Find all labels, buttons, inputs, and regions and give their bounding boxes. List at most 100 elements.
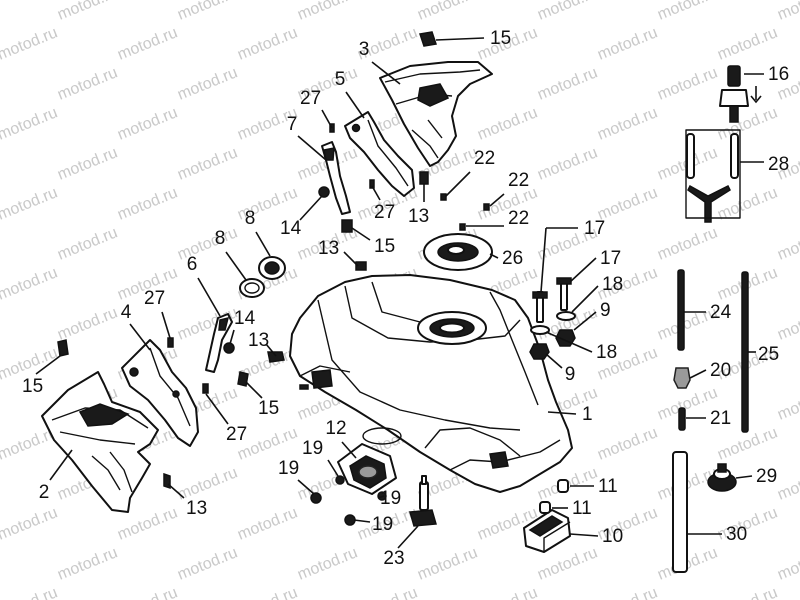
o-ring-gasket	[362, 427, 402, 445]
watermark-text: motod.ru	[775, 544, 800, 583]
watermark-text: motod.ru	[475, 584, 540, 600]
tank-bracket-right	[321, 141, 351, 215]
callout-label: 25	[758, 344, 779, 365]
leader-line	[351, 227, 371, 241]
callout-label: 19	[380, 488, 401, 509]
callout-label: 29	[756, 466, 777, 487]
callout-label: 17	[584, 218, 605, 239]
fuel-hose-30	[672, 451, 688, 573]
callout-label: 27	[226, 424, 247, 445]
watermark-text: motod.ru	[715, 104, 780, 143]
watermark-text: motod.ru	[715, 504, 780, 543]
callout-label: 10	[602, 526, 623, 547]
watermark-text: motod.ru	[715, 584, 780, 600]
watermark-text: motod.ru	[595, 424, 660, 463]
fuel-filter	[523, 509, 571, 553]
rubber-damper-upper	[258, 256, 286, 280]
callout-label: 8	[245, 208, 256, 229]
watermark-text: motod.ru	[235, 24, 300, 63]
watermark-text: motod.ru	[415, 544, 480, 583]
callout-label: 24	[710, 302, 732, 323]
callout-label: 20	[710, 360, 731, 381]
nut-lower	[529, 343, 550, 360]
callout-label: 6	[187, 254, 198, 275]
leader-line	[255, 231, 271, 257]
watermark-text: motod.ru	[115, 584, 180, 600]
watermark-text: motod.ru	[55, 64, 120, 103]
watermark-text: motod.ru	[415, 0, 480, 24]
tank-bracket-left	[205, 313, 233, 373]
watermark-text: motod.ru	[535, 144, 600, 183]
leader-line	[377, 495, 385, 499]
callout-label: 22	[508, 208, 529, 229]
callout-label: 13	[248, 330, 269, 351]
watermark-text: motod.ru	[0, 104, 60, 143]
fuel-level-sender	[707, 463, 737, 492]
small-screws	[310, 475, 387, 526]
leader-line	[297, 479, 315, 495]
watermark-text: motod.ru	[55, 144, 120, 183]
watermark-text: motod.ru	[55, 0, 120, 24]
leader-line	[205, 393, 229, 425]
watermark-text: motod.ru	[595, 24, 660, 63]
leader-line	[229, 329, 235, 345]
leader-line	[445, 171, 471, 197]
rubber-damper-lower	[239, 278, 265, 298]
callout-label: 5	[335, 69, 346, 90]
watermark-text: motod.ru	[175, 64, 240, 103]
callout-label: 28	[768, 154, 789, 175]
watermark-text: motod.ru	[595, 584, 660, 600]
hose-clamp-upper	[557, 479, 569, 493]
callout-label: 17	[600, 248, 621, 269]
leader-line	[489, 193, 505, 207]
callout-label: 15	[22, 376, 43, 397]
callout-label: 12	[325, 418, 346, 439]
watermark-text: motod.ru	[595, 104, 660, 143]
callout-label: 9	[565, 364, 576, 385]
callout-label: 22	[474, 148, 495, 169]
leader-line	[545, 331, 593, 353]
watermark-text: motod.ru	[775, 384, 800, 423]
watermark-text: motod.ru	[0, 24, 60, 63]
hose-set-with-y-joint	[685, 129, 741, 223]
drain-valve	[409, 475, 437, 527]
callout-label: 19	[302, 438, 323, 459]
leader-lines	[35, 37, 764, 549]
watermark-text: motod.ru	[655, 224, 720, 263]
leader-line	[297, 135, 327, 161]
leader-line	[435, 37, 485, 41]
watermark-text: motod.ru	[175, 544, 240, 583]
callout-label: 19	[278, 458, 299, 479]
pins	[440, 193, 490, 231]
callout-label: 14	[280, 218, 302, 239]
watermark-text: motod.ru	[55, 544, 120, 583]
watermark-text: motod.ru	[115, 24, 180, 63]
leader-line	[540, 227, 547, 293]
callout-label: 11	[572, 498, 592, 519]
leader-line	[569, 533, 599, 537]
watermark-text: motod.ru	[775, 224, 800, 263]
watermark-text: motod.ru	[55, 224, 120, 263]
watermark-text: motod.ru	[55, 304, 120, 343]
leader-line	[545, 353, 563, 369]
callout-label: 21	[710, 408, 731, 429]
watermark-text: motod.ru	[235, 584, 300, 600]
watermark-text: motod.ru	[775, 0, 800, 24]
watermark-text: motod.ru	[535, 64, 600, 103]
watermark-text: motod.ru	[355, 584, 420, 600]
watermark-text: motod.ru	[0, 584, 60, 600]
leader-line	[321, 109, 333, 129]
leader-line	[299, 195, 323, 221]
leader-line	[49, 449, 73, 481]
callout-label: 23	[383, 548, 404, 569]
fuel-tank	[289, 274, 573, 493]
leader-line	[343, 251, 359, 267]
watermark-text: motod.ru	[775, 464, 800, 503]
callout-label: 1	[582, 404, 593, 425]
mounting-bolts	[532, 277, 572, 323]
callout-label: 11	[598, 476, 618, 497]
callout-label: 8	[215, 228, 226, 249]
leader-line	[735, 475, 753, 479]
